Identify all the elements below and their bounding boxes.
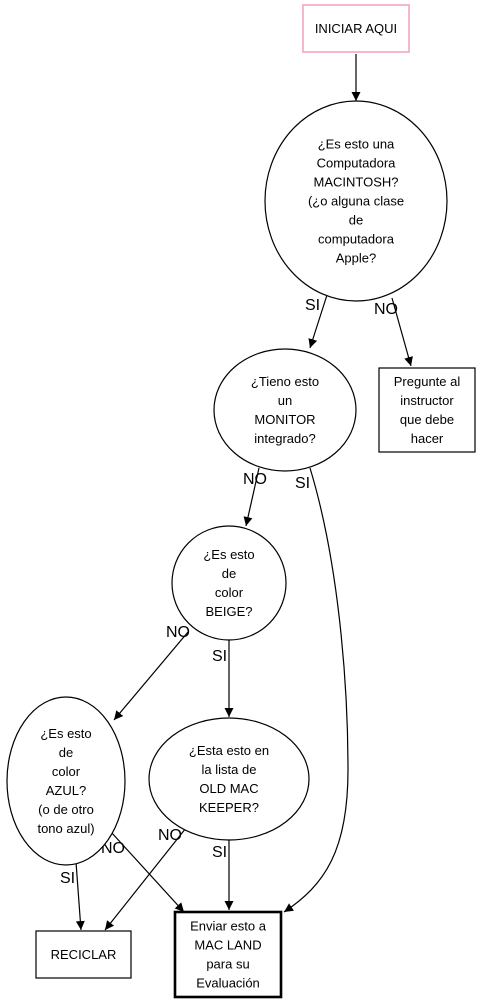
node-text-line: KEEPER?	[199, 800, 259, 815]
node-text-line: Enviar esto a	[190, 919, 267, 934]
node-question-old-mac-keeper: ¿Esta esto en la lista de OLD MAC KEEPER?	[148, 717, 310, 841]
node-text-line: hacer	[411, 431, 444, 446]
send-mac-land-box	[173, 910, 283, 999]
edge-label-monitor-si: SI	[295, 475, 310, 492]
node-text-line: MACINTOSH?	[314, 175, 399, 190]
node-text-line: ¿Es esto una	[318, 137, 395, 152]
node-text-ask-instructor: Pregunte al instructor que debe hacer	[394, 374, 461, 446]
edge-label-oldmac-no: NO	[158, 827, 182, 844]
node-text-line: para su	[206, 957, 249, 972]
question-macintosh-ellipse	[264, 100, 448, 302]
node-text-line: de	[349, 213, 363, 228]
edge-label-blue-si: SI	[60, 870, 75, 887]
edge-label-monitor-no: NO	[243, 471, 267, 488]
node-text-line: AZUL?	[46, 783, 86, 798]
node-text-line: color	[215, 585, 244, 600]
edge-beige-to-blue	[113, 631, 189, 721]
node-start: INICIAR AQUI	[302, 4, 410, 53]
edge-oldmac-to-recycle	[104, 827, 187, 931]
edge-blue-to-recycle	[75, 861, 85, 931]
node-text-line: INICIAR AQUI	[315, 21, 397, 36]
node-recycle: RECICLAR	[35, 930, 132, 979]
edge-label-beige-no: NO	[166, 624, 190, 641]
node-text-line: computadora	[318, 232, 395, 247]
node-text-line: RECICLAR	[51, 947, 117, 962]
edge-label-blue-no: NO	[101, 840, 125, 857]
node-text-start: INICIAR AQUI	[315, 21, 397, 36]
node-text-line: que debe	[400, 412, 454, 427]
node-text-line: ¿Es esto	[40, 726, 91, 741]
question-blue-ellipse	[6, 696, 126, 866]
edge-label-mac-si: SI	[305, 297, 320, 314]
node-text-recycle: RECICLAR	[51, 947, 117, 962]
node-text-line: ¿Es esto	[203, 547, 254, 562]
node-text-line: MONITOR	[254, 412, 315, 427]
node-text-line: MAC LAND	[194, 938, 261, 953]
ask-instructor-box	[378, 367, 476, 453]
node-text-line: (¿o alguna clase	[308, 194, 404, 209]
node-text-line: Computadora	[317, 156, 397, 171]
node-text-line: OLD MAC	[199, 781, 258, 796]
node-text-line: de	[59, 745, 73, 760]
node-ask-instructor: Pregunte al instructor que debe hacer	[378, 367, 476, 453]
question-beige-ellipse	[171, 525, 287, 641]
question-monitor-ellipse	[213, 348, 357, 472]
node-text-line: tono azul)	[37, 821, 94, 836]
node-text-line: BEIGE?	[206, 604, 253, 619]
node-text-line: Pregunte al	[394, 374, 461, 389]
recycle-box	[35, 930, 132, 979]
edge-monitor-to-beige	[243, 467, 260, 527]
node-text-line: ¿Esta esto en	[189, 743, 269, 758]
node-text-line: instructor	[400, 393, 454, 408]
question-old-mac-keeper-ellipse	[148, 717, 310, 841]
node-text-line: la lista de	[202, 762, 257, 777]
node-text-line: color	[52, 764, 81, 779]
edge-label-oldmac-si: SI	[212, 844, 227, 861]
edge-label-beige-si: SI	[212, 648, 227, 665]
edge-monitor-to-send	[283, 467, 349, 913]
node-text-line: Evaluación	[196, 976, 260, 991]
node-send-mac-land: Enviar esto a MAC LAND para su Evaluación	[173, 910, 283, 999]
edge-blue-to-send	[110, 831, 185, 913]
node-text-line: ¿Tieno esto	[251, 374, 319, 389]
edge-mac-to-instructor	[391, 297, 413, 367]
edges: SI NO NO SI NO SI NO SI NO SI	[60, 54, 413, 931]
node-text-line: un	[278, 393, 292, 408]
edge-mac-to-monitor	[308, 294, 328, 349]
start-box	[302, 4, 410, 53]
node-text-line: (o de otro	[38, 802, 94, 817]
edge-label-mac-no: NO	[374, 301, 398, 318]
node-text-line: integrado?	[254, 431, 315, 446]
node-text-question-old-mac-keeper: ¿Esta esto en la lista de OLD MAC KEEPER?	[189, 743, 269, 815]
node-text-line: Apple?	[336, 251, 376, 266]
node-text-send-mac-land: Enviar esto a MAC LAND para su Evaluación	[190, 919, 267, 991]
node-text-line: de	[222, 566, 236, 581]
